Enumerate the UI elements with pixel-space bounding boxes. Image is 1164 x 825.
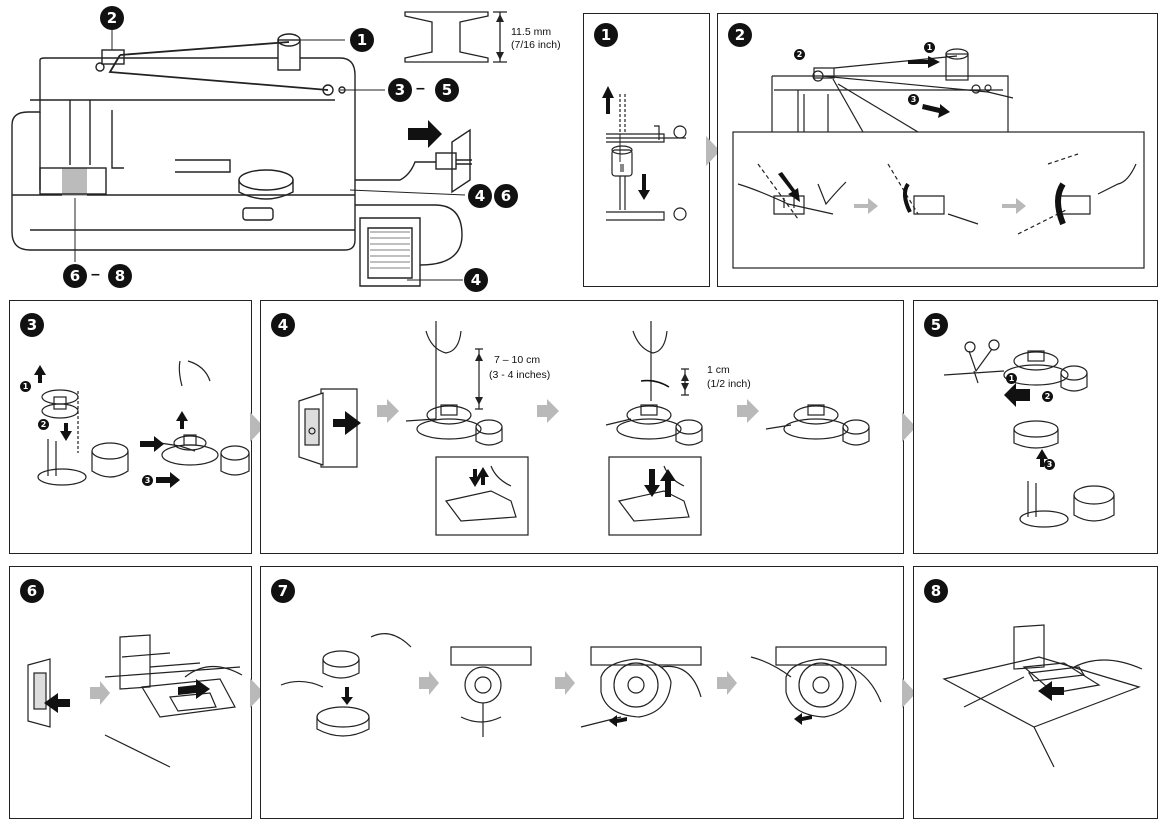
spool-pin-drawing <box>602 86 687 221</box>
step-1-panel: 1 <box>583 13 710 287</box>
step-2-sub-2: 2 <box>794 49 805 60</box>
bobbin-height-label: 11.5 mm <box>511 26 552 38</box>
flow-arrow <box>250 678 264 708</box>
flow-arrow <box>250 412 264 442</box>
step-5-sub-2: 2 <box>1042 391 1053 402</box>
step-5-sub-3: 3 <box>1044 459 1055 470</box>
wind-height-imperial-label: (3 - 4 inches) <box>489 369 551 381</box>
flow-arrow <box>706 136 720 166</box>
bobbin-winding-drawing <box>298 321 870 536</box>
step-7-badge: 7 <box>271 579 295 603</box>
callout-5-badge: 5 <box>435 78 459 102</box>
step-5-panel: 5 1 2 3 <box>913 300 1158 554</box>
step-6-badge: 6 <box>20 579 44 603</box>
step-4-panel: 4 <box>260 300 904 554</box>
step-2-panel: 2 <box>717 13 1158 287</box>
step-8-badge: 8 <box>924 579 948 603</box>
needle-plate-drawing <box>27 634 243 768</box>
callout-8-badge: 8 <box>108 264 132 288</box>
wind-height-label: 7 – 10 cm <box>494 354 541 366</box>
step-4-badge: 4 <box>271 313 295 337</box>
bobbin-removal-drawing <box>943 339 1115 528</box>
step-2-sub-1: 1 <box>924 42 935 53</box>
trim-length-imperial-label: (1/2 inch) <box>707 378 751 390</box>
step-8-panel: 8 <box>913 566 1158 819</box>
step-7-panel: 7 <box>260 566 904 819</box>
step-2-badge: 2 <box>728 23 752 47</box>
callout-4a-badge: 4 <box>468 184 492 208</box>
callout-1-badge: 1 <box>350 28 374 52</box>
step-1-badge: 1 <box>594 23 618 47</box>
trim-length-label: 1 cm <box>707 364 730 376</box>
step-5-sub-1: 1 <box>1006 373 1017 384</box>
callout-6b-badge: 6 <box>63 264 87 288</box>
bobbin-placement-drawing <box>34 360 250 488</box>
range-dash: – <box>416 80 425 97</box>
callout-6a-badge: 6 <box>494 184 518 208</box>
callout-3-badge: 3 <box>388 78 412 102</box>
step-2-sub-3: 3 <box>908 94 919 105</box>
range-dash: – <box>91 266 100 283</box>
thread-guide-drawing <box>732 48 1145 269</box>
step-3-sub-3: 3 <box>142 475 153 486</box>
step-3-sub-2: 2 <box>38 419 49 430</box>
callout-4b-badge: 4 <box>464 268 488 292</box>
overview-illustration: 2 1 3 – 5 4 6 4 6 – 8 11.5 mm (7/16 inch… <box>0 0 580 292</box>
step-5-badge: 5 <box>924 313 948 337</box>
cover-plate-drawing <box>942 624 1143 768</box>
step-3-badge: 3 <box>20 313 44 337</box>
bobbin-height-imperial-label: (7/16 inch) <box>511 39 561 51</box>
flow-arrow <box>902 678 916 708</box>
flow-arrow <box>902 412 916 442</box>
step-6-panel: 6 <box>9 566 252 819</box>
sewing-machine-drawing <box>11 11 507 287</box>
callout-2-badge: 2 <box>100 6 124 30</box>
bobbin-insert-drawing <box>280 633 887 737</box>
step-3-sub-1: 1 <box>20 381 31 392</box>
step-3-panel: 3 1 2 3 <box>9 300 252 554</box>
